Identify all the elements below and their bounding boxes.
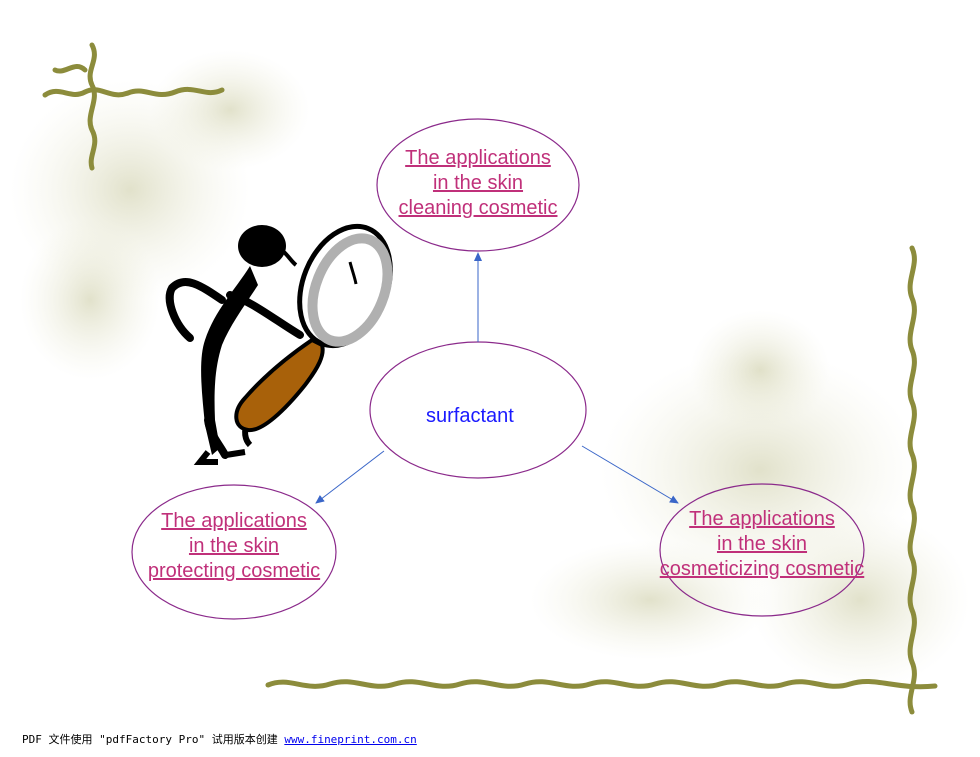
node-label-left-line-3: protecting cosmetic: [147, 560, 321, 582]
node-label-right-line-2: in the skin: [716, 533, 808, 555]
pdf-footer: PDF 文件使用 "pdfFactory Pro" 试用版本创建 www.fin…: [22, 731, 417, 747]
vine-decoration-right: [907, 245, 917, 715]
footer-text: PDF 文件使用 "pdfFactory Pro" 试用版本创建: [22, 733, 285, 746]
arrow-to-right: [581, 445, 679, 504]
magnifier-figure-illustration: [165, 223, 393, 465]
node-label-right[interactable]: The applications in the skin cosmeticizi…: [622, 507, 902, 582]
node-ellipse-top: [376, 118, 580, 252]
node-label-left-line-1: The applications: [161, 510, 307, 532]
node-label-top[interactable]: The applications in the skin cleaning co…: [378, 146, 578, 221]
arrow-to-left: [315, 450, 385, 504]
node-label-right-line-3: cosmeticizing cosmetic: [659, 558, 865, 580]
diagram-arrows: [315, 252, 679, 504]
footer-link[interactable]: www.fineprint.com.cn: [284, 733, 417, 746]
node-label-left[interactable]: The applications in the skin protecting …: [114, 509, 354, 584]
node-label-top-line-2: in the skin: [432, 172, 524, 194]
vine-decoration-top-left: [42, 42, 225, 171]
node-label-right-line-1: The applications: [689, 508, 835, 530]
node-label-top-line-1: The applications: [405, 147, 551, 169]
node-ellipse-right: [659, 483, 865, 617]
node-label-top-line-3: cleaning cosmetic: [398, 197, 558, 219]
center-label: surfactant: [426, 405, 514, 427]
vine-decoration-bottom: [265, 679, 938, 690]
floral-background: [10, 50, 970, 690]
node-ellipse-left: [131, 484, 337, 620]
diagram-shapes: [131, 118, 865, 620]
node-label-left-line-2: in the skin: [188, 535, 280, 557]
